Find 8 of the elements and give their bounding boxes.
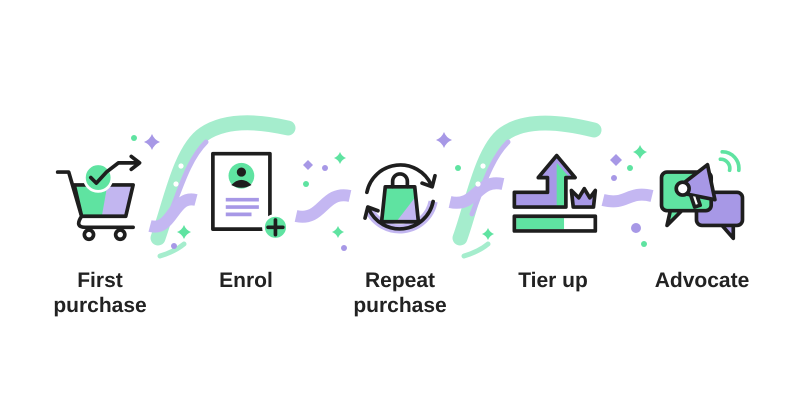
wave-connector <box>295 189 351 223</box>
stage-label: Tier up <box>517 268 589 293</box>
wave-connector <box>449 177 504 209</box>
stage-label: First purchase <box>52 268 148 318</box>
stage-label: Enrol <box>218 268 274 293</box>
stage-label: Repeat purchase <box>352 268 448 318</box>
wave-connector <box>149 193 197 233</box>
stage-label: Advocate <box>654 268 750 293</box>
